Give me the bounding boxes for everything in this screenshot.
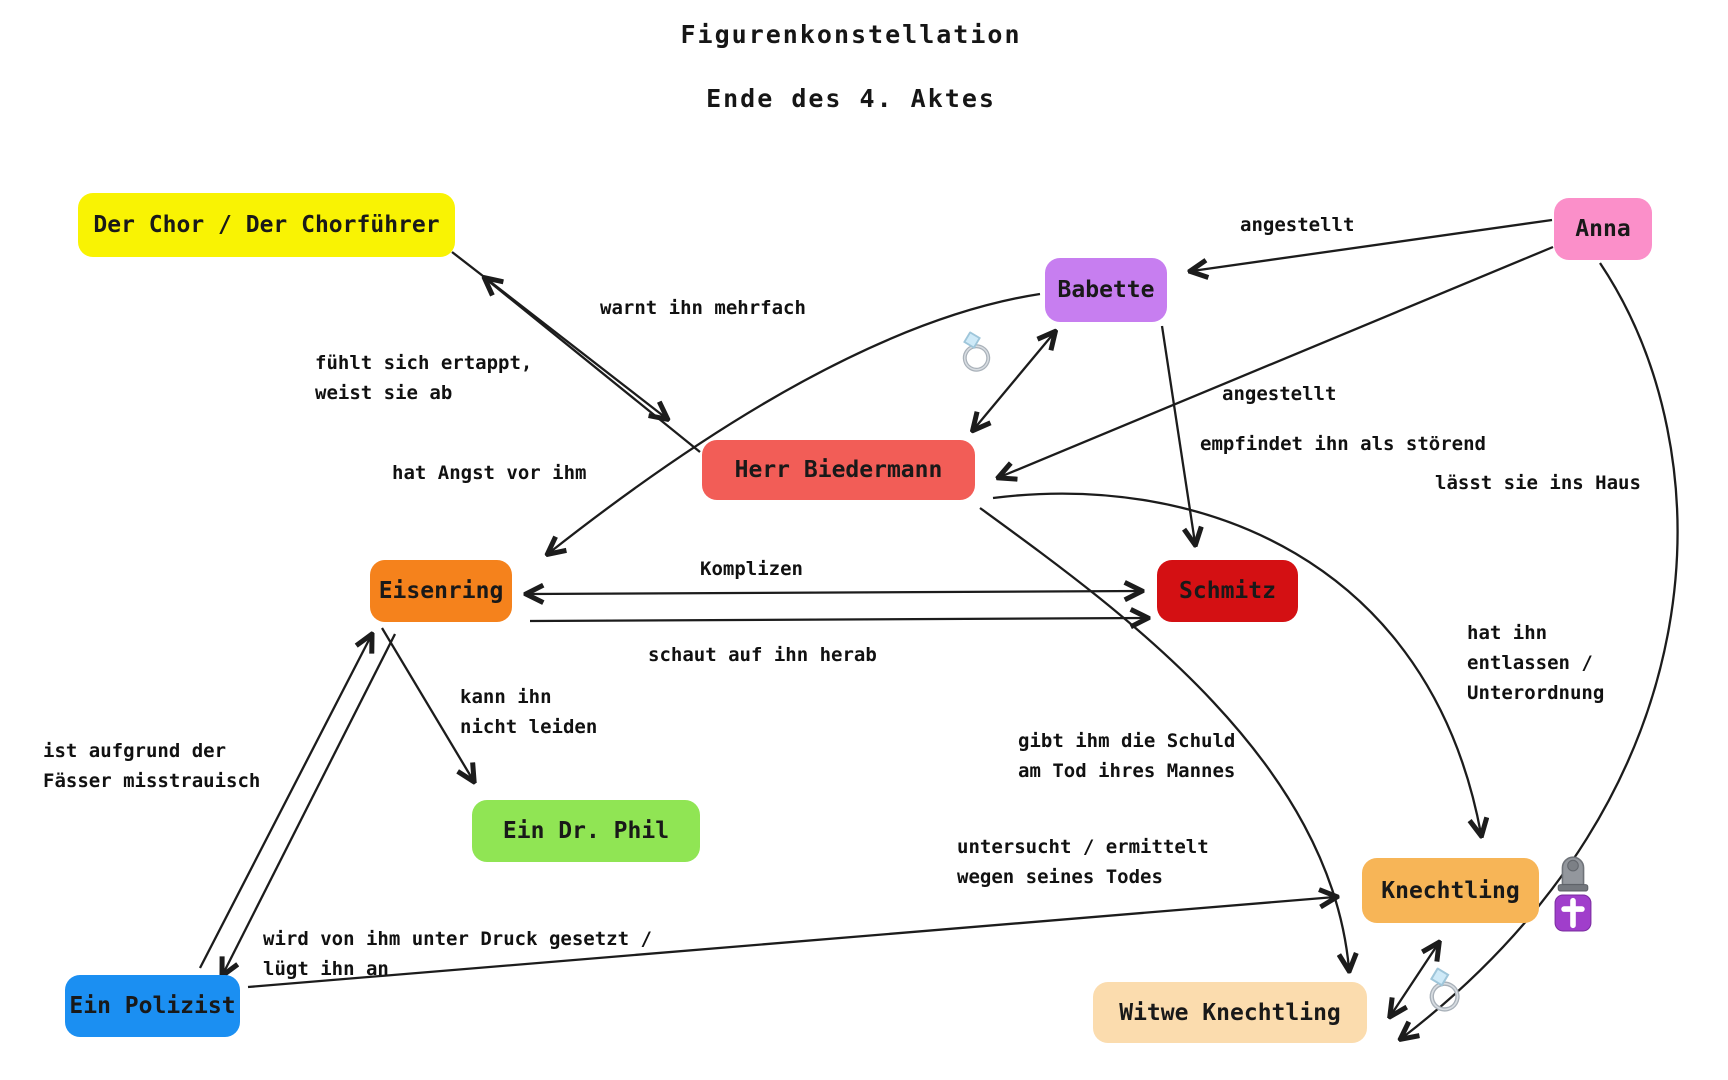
edge-label-schaut-herab: schaut auf ihn herab <box>648 644 877 666</box>
edge-label-gibt-ihm-die-schuld: gibt ihm die Schuld am Tod ihres Mannes <box>1018 730 1236 782</box>
headstone-icon <box>1554 851 1592 895</box>
edge-eisenring-drphil <box>381 627 473 780</box>
diagram-title: Figurenkonstellation <box>680 20 1022 49</box>
edge-biedermann-chor <box>486 279 701 453</box>
edge-biedermann-witwe <box>979 507 1349 969</box>
edge-label-laesst-sie-ins-haus: lässt sie ins Haus <box>1435 472 1641 494</box>
node-knechtling: Knechtling <box>1362 858 1539 923</box>
edge-babette-eisenring <box>549 292 1041 553</box>
node-witwe-knechtling: Witwe Knechtling <box>1093 982 1367 1043</box>
node-chor: Der Chor / Der Chorführer <box>78 193 455 257</box>
node-babette: Babette <box>1045 258 1167 322</box>
edge-label-hat-angst: hat Angst vor ihm <box>392 462 587 484</box>
ring-icon <box>951 327 998 377</box>
node-polizist: Ein Polizist <box>65 975 240 1037</box>
node-eisenring: Eisenring <box>370 560 512 622</box>
edge-label-warnt: warnt ihn mehrfach <box>600 297 806 319</box>
edge-eisenring-schmitz-komplizen <box>528 591 1140 594</box>
edge-biedermann-knechtling <box>992 492 1481 834</box>
edge-polizist-knechtling <box>247 897 1335 989</box>
edge-biedermann-babette <box>974 333 1054 429</box>
edge-label-angestellt-biedermann: angestellt <box>1222 383 1337 405</box>
edge-label-komplizen: Komplizen <box>700 558 803 580</box>
edge-anna-babette <box>1192 218 1553 271</box>
node-anna: Anna <box>1554 198 1652 260</box>
edge-label-unter-druck-gesetzt: wird von ihm unter Druck gesetzt / lügt … <box>263 928 652 980</box>
edge-polizist-eisenring <box>198 636 371 969</box>
edge-eisenring-schmitz-herab <box>529 618 1146 621</box>
edge-label-hat-ihn-entlassen: hat ihn entlassen / Unterordnung <box>1467 622 1605 704</box>
diagram-subtitle: Ende des 4. Aktes <box>706 84 996 113</box>
latin-cross-icon <box>1554 894 1592 932</box>
edge-anna-witwe <box>1402 262 1679 1038</box>
node-schmitz: Schmitz <box>1157 560 1298 622</box>
ring-icon <box>1417 963 1469 1018</box>
node-biedermann: Herr Biedermann <box>702 440 975 500</box>
edge-label-fuehlt-sich-ertappt: fühlt sich ertappt, weist sie ab <box>315 352 533 404</box>
edge-knechtling-witwe <box>1391 944 1438 1015</box>
edge-anna-biedermann <box>1000 245 1554 477</box>
node-dr-phil: Ein Dr. Phil <box>472 800 700 862</box>
edge-babette-schmitz <box>1160 325 1195 543</box>
edge-label-angestellt-babette: angestellt <box>1240 214 1355 236</box>
edge-eisenring-polizist <box>223 633 397 974</box>
edge-label-empfindet-stoerend: empfindet ihn als störend <box>1200 433 1486 455</box>
edge-label-untersucht-ermittelt: untersucht / ermittelt wegen seines Tode… <box>957 836 1209 888</box>
edge-label-kann-ihn-nicht-leiden: kann ihn nicht leiden <box>460 686 598 738</box>
edge-label-faesser-misstrauisch: ist aufgrund der Fässer misstrauisch <box>43 740 261 792</box>
